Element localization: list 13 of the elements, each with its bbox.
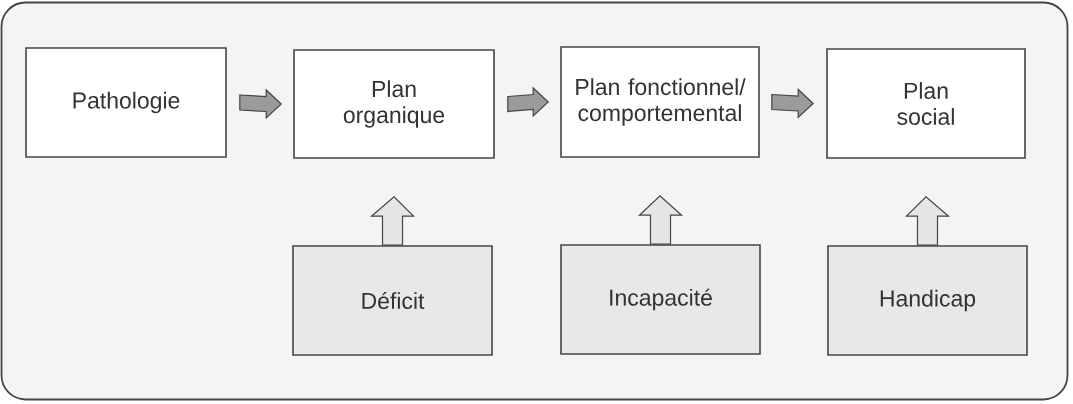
block-arrow xyxy=(771,88,815,119)
block-arrow xyxy=(239,88,283,120)
block-arrow xyxy=(507,86,550,118)
block-arrow xyxy=(638,194,684,245)
process-box: Plan fonctionnel/ comportemental xyxy=(560,46,760,158)
process-box: Pathologie xyxy=(25,47,227,158)
shaded-box: Incapacité xyxy=(560,244,761,355)
process-box: Plan social xyxy=(826,48,1026,159)
process-box: Plan organique xyxy=(293,49,495,159)
shaded-box: Déficit xyxy=(292,245,493,356)
block-arrow xyxy=(905,195,951,246)
shaded-box: Handicap xyxy=(827,245,1028,356)
block-arrow xyxy=(369,195,415,246)
